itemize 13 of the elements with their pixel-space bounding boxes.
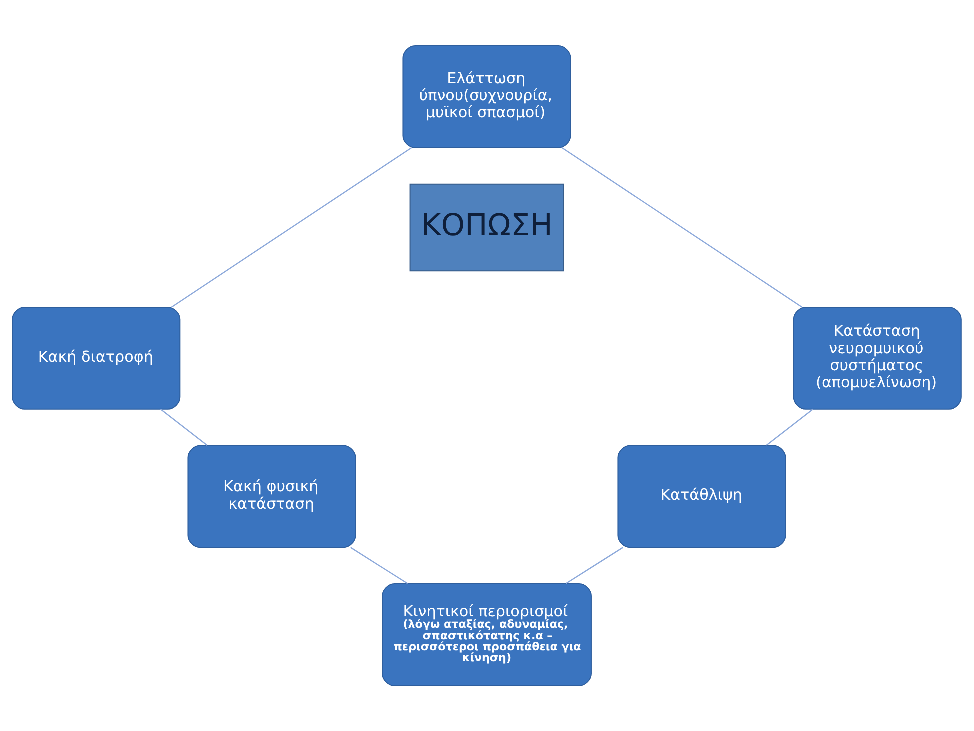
node-box: ΚΟΠΩΣΗ [410, 183, 564, 272]
connector [562, 147, 803, 308]
connector [160, 408, 208, 446]
connector [766, 408, 814, 446]
node-box: Ελάττωση ύπνου(συχνουρία, μυϊκοί σπασμοί) [402, 45, 572, 148]
connector [171, 147, 412, 308]
node-box: Κακή διατροφή [12, 306, 181, 410]
node-box: Κακή φυσική κατάσταση [188, 444, 356, 548]
node-box: Κινητικοί περιορισμοί (λόγω αταξίας, αδυναμίας, σπαστικότατης κ.α – περισσότεροι προσπάθεια για κίνηση) [382, 583, 592, 686]
connector [566, 546, 624, 584]
connector [350, 546, 408, 584]
node-box: Κατάθλιψη [618, 444, 786, 548]
node-box: Κατάσταση νευρομυικού συστήματος (απομυελίνωση) [793, 306, 962, 410]
